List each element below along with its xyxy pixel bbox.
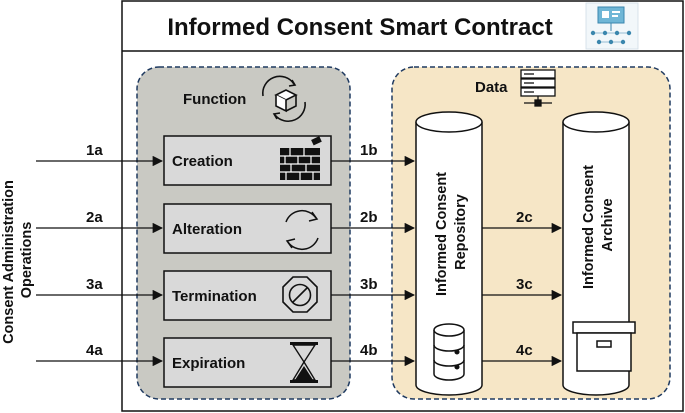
function-box-expiration: Expiration xyxy=(163,337,332,388)
server-network-icon xyxy=(520,69,556,107)
package-cycle-icon xyxy=(262,75,306,122)
input-label-2a: 2a xyxy=(86,209,103,226)
function-box-alteration: Alteration xyxy=(163,203,332,254)
brick-wall-icon xyxy=(280,136,322,180)
svg-text:Informed Consent Reposit: Informed Consent Repository xyxy=(434,168,469,296)
transfer-label-4c: 4c xyxy=(516,342,533,359)
function-label-expiration: Expiration xyxy=(172,355,245,372)
stop-sign-icon xyxy=(282,276,318,313)
database-icon xyxy=(433,323,465,381)
data-panel-label: Data xyxy=(475,79,508,96)
output-label-1b: 1b xyxy=(360,142,378,159)
repository-cylinder: Informed Consent Repository xyxy=(415,111,483,396)
output-label-4b: 4b xyxy=(360,342,378,359)
archive-label-line1: Informed Consent xyxy=(581,165,597,289)
function-label-alteration: Alteration xyxy=(172,221,242,238)
function-box-termination: Termination xyxy=(163,270,332,321)
function-panel-label: Function xyxy=(183,91,246,108)
archive-label-line2: Archive xyxy=(600,198,616,251)
transfer-label-3c: 3c xyxy=(516,276,533,293)
output-label-3b: 3b xyxy=(360,276,378,293)
function-box-creation: Creation xyxy=(163,135,332,186)
input-label-3a: 3a xyxy=(86,276,103,293)
input-label-4a: 4a xyxy=(86,342,103,359)
input-label-1a: 1a xyxy=(86,142,103,159)
smart-contract-logo-icon xyxy=(585,2,639,50)
side-label-line1: Consent Administration xyxy=(1,180,17,344)
svg-text:Informed Consent Archive: Informed Consent Archive xyxy=(581,161,616,289)
diagram-title: Informed Consent Smart Contract xyxy=(167,14,552,41)
refresh-cycle-icon xyxy=(285,209,319,251)
function-label-termination: Termination xyxy=(172,288,257,305)
side-label-line2: Operations xyxy=(19,222,35,299)
repository-label-line2: Repository xyxy=(453,194,469,270)
archive-box-icon xyxy=(572,321,636,372)
repository-label-line1: Informed Consent xyxy=(434,172,450,296)
function-label-creation: Creation xyxy=(172,153,233,170)
hourglass-icon xyxy=(290,342,318,383)
transfer-label-2c: 2c xyxy=(516,209,533,226)
svg-text:Consent Administration Ope: Consent Administration Operations xyxy=(1,176,35,344)
output-label-2b: 2b xyxy=(360,209,378,226)
